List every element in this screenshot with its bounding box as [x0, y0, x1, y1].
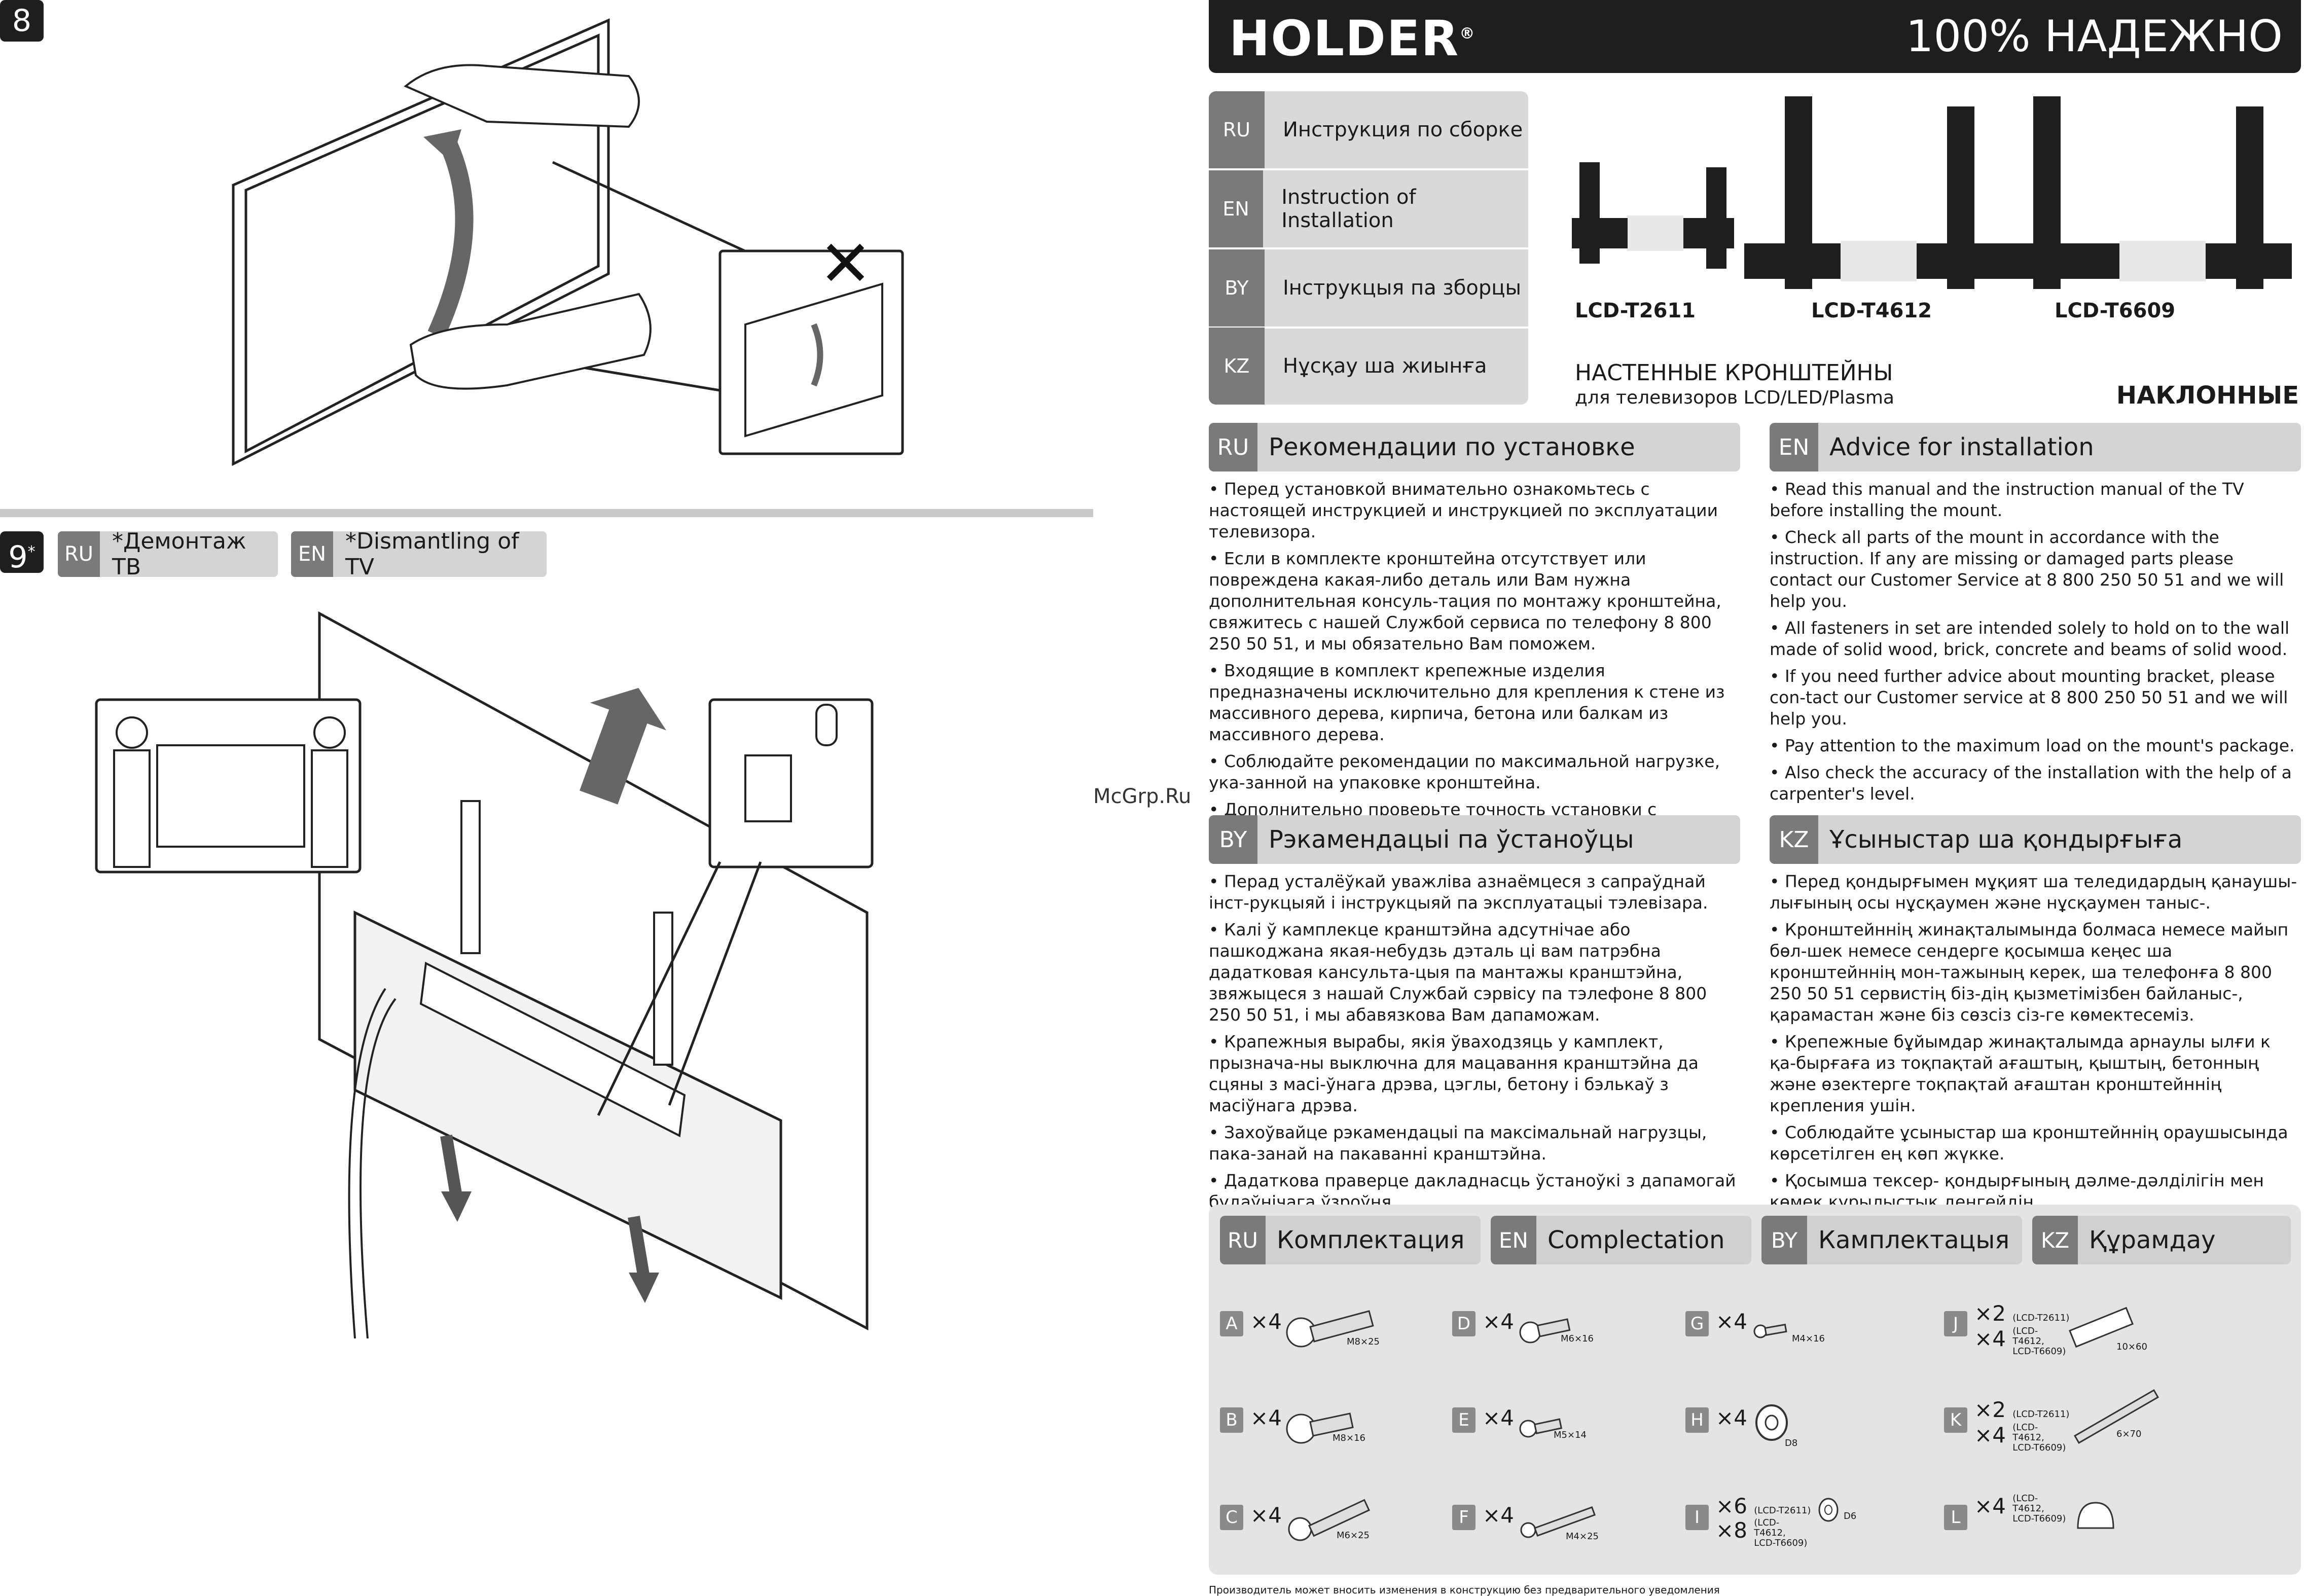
part-k: K ×2 (LCD-T2611) ×4 (LCD-T4612, LCD-T660…: [1944, 1387, 2167, 1453]
washer-icon: [1755, 1404, 1788, 1441]
product-title: НАСТЕННЫЕ КРОНШТЕЙНЫ: [1575, 360, 1893, 386]
brand-slogan: 100% НАДЕЖНО: [1905, 11, 2283, 62]
part-h: H×4 D8: [1685, 1387, 1888, 1453]
screw-icon: [1519, 1318, 1571, 1344]
part-b: B×4 M8×16: [1220, 1387, 1423, 1453]
bullets-by: • Перад усталёўкай уважліва азнаёмцеся з…: [1209, 872, 1736, 1212]
hand-top: [404, 64, 640, 128]
washer-icon: [1818, 1498, 1839, 1522]
bullets-kz: • Перед қондырғымен мұқият ша теледидард…: [1770, 872, 2297, 1212]
step-9-tag-ru: RU*Демонтаж ТВ: [58, 531, 278, 577]
screw-icon: [1753, 1323, 1787, 1338]
part-i: I ×6 (LCD-T2611) ×8 (LCD-T4612, LCD-T660…: [1685, 1484, 1898, 1550]
footer-note: Производитель может вносить изменения в …: [1209, 1584, 1720, 1596]
section-divider: [0, 509, 1093, 517]
screw-icon: [1286, 1310, 1374, 1348]
holder-logo: HOLDER®: [1229, 10, 1476, 67]
bullets-en: • Read this manual and the instruction m…: [1770, 479, 2295, 804]
part-l: L ×4 (LCD-T4612, LCD-T6609): [1944, 1484, 2167, 1550]
screw-icon: [1286, 1412, 1354, 1444]
product-images: [1572, 96, 2292, 289]
model-label-t2611: LCD-T2611: [1575, 299, 1696, 322]
product-subtitle: для телевизоров LCD/LED/Plasma: [1575, 387, 1894, 408]
part-c: C×4 M6×25: [1220, 1484, 1423, 1550]
part-d: D×4 M6×16: [1452, 1291, 1655, 1357]
wall-plug-icon: [2069, 1307, 2134, 1348]
hand-bottom: [409, 293, 652, 390]
step-8-badge: 8: [0, 0, 44, 42]
brand-header: HOLDER® 100% НАДЕЖНО: [1209, 0, 2301, 73]
step-9-tag-en: EN*Dismantling of TV: [291, 531, 547, 577]
part-e: E×4 M5×14: [1452, 1387, 1655, 1453]
part-a: A×4 M8×25: [1220, 1291, 1423, 1357]
part-j: J ×2 (LCD-T2611) ×4 (LCD-T4612, LCD-T660…: [1944, 1291, 2167, 1357]
cap-icon: [2077, 1502, 2114, 1529]
screw-icon: [1519, 1418, 1563, 1438]
part-f: F×4 M4×25: [1452, 1484, 1655, 1550]
step-9-illustration: [95, 611, 874, 1338]
model-label-t6609: LCD-T6609: [2055, 299, 2176, 322]
lag-screw-icon: [2074, 1389, 2159, 1444]
screw-icon: [1288, 1499, 1371, 1541]
step-8-illustration: [232, 18, 904, 466]
screw-icon: [1520, 1506, 1596, 1538]
bullets-ru: • Перед установкой внимательно ознакомьт…: [1209, 479, 1725, 841]
model-label-t4612: LCD-T4612: [1811, 299, 1932, 322]
product-type: НАКЛОННЫЕ: [2116, 381, 2299, 410]
watermark: McGrp.Ru: [1093, 785, 1192, 808]
part-g: G×4 M4×16: [1685, 1291, 1888, 1357]
step-9-badge: 9*: [0, 531, 44, 575]
